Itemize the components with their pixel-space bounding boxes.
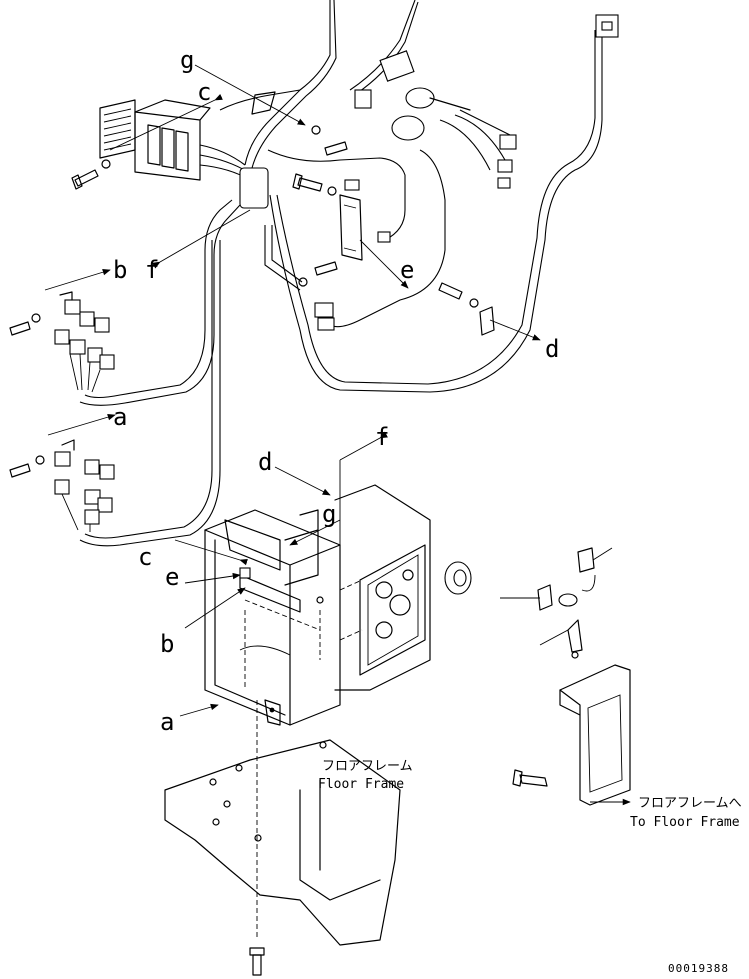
callout-g-lower: g (322, 500, 336, 528)
bolt-e-lower (298, 261, 338, 287)
callout-a-upper: a (113, 403, 127, 431)
callout-d-upper: d (545, 335, 559, 363)
to-floor-frame-en: To Floor Frame (630, 815, 740, 830)
floor-frame (164, 739, 401, 946)
callout-e-lower: e (165, 563, 179, 591)
bolt-c-block (71, 159, 111, 190)
mount-bolt-line (249, 700, 265, 976)
floor-frame-en: Floor Frame (318, 777, 404, 792)
switch-assembly (314, 50, 517, 331)
callout-e-upper: e (400, 256, 414, 284)
relay-cluster-b (9, 291, 115, 393)
callout-f-lower: f (375, 423, 389, 451)
lamp-assembly (500, 547, 631, 806)
callout-arrows (44, 64, 631, 806)
grommet-ring (444, 561, 472, 595)
bolt-d (438, 282, 495, 336)
callout-g-upper: g (180, 46, 194, 74)
relay-cluster-a (9, 439, 115, 532)
to-floor-frame-jp: フロアフレームへ (638, 796, 742, 811)
callout-c-upper: c (197, 78, 211, 106)
floor-frame-jp: フロアフレーム (322, 759, 413, 774)
callout-a-lower: a (160, 708, 174, 736)
callout-d-lower: d (258, 448, 272, 476)
relay-box (204, 484, 431, 726)
main-wire-harness (79, 0, 619, 547)
bracket-e (339, 179, 391, 261)
callout-c-lower: c (138, 543, 152, 571)
drawing-number: 00019388 (668, 962, 729, 975)
callout-f-upper: f (145, 256, 159, 284)
bolt-g (251, 91, 348, 156)
callout-b-lower: b (160, 630, 174, 658)
bolt-e-upper (292, 173, 337, 196)
callout-labels: g c f b e d a f d g c e b a (113, 46, 559, 736)
callout-b-upper: b (113, 256, 127, 284)
relay-connector-block (99, 99, 211, 181)
notes: フロアフレーム Floor Frame フロアフレームへ To Floor Fr… (318, 759, 742, 975)
